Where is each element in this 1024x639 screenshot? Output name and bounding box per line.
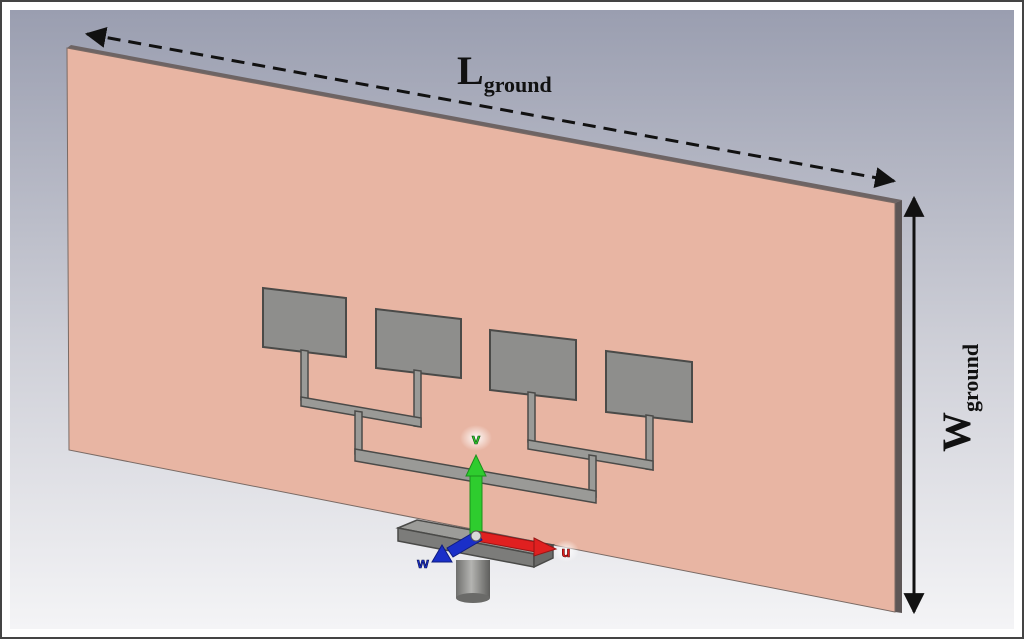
width-dimension: Wground — [903, 195, 983, 615]
axis-u-arrowhead — [533, 537, 558, 557]
uvw-coordinate-triad-icon: v u w — [416, 425, 579, 572]
axis-w-label: w — [416, 555, 429, 572]
axis-v-label: v — [472, 431, 481, 448]
patch-3 — [489, 328, 577, 402]
axis-w-arrowhead — [431, 544, 453, 563]
length-dimension: Lground — [84, 27, 897, 188]
length-label-subscript: ground — [484, 72, 552, 97]
feed-line-3-vertical — [527, 391, 536, 444]
axis-v-arrowhead — [465, 453, 487, 477]
triad-glow-v — [460, 425, 492, 451]
width-dimension-label: Wground — [934, 344, 983, 452]
triad-glow-u — [553, 540, 579, 562]
length-label-main: L — [457, 48, 484, 93]
patch-1 — [262, 286, 347, 359]
width-label-subscript: ground — [958, 344, 983, 412]
patch-2 — [375, 307, 462, 380]
feed-line-left-stub — [354, 410, 363, 456]
axis-u-label: u — [561, 544, 570, 561]
length-dimension-label: Lground — [457, 48, 552, 97]
patch-array — [262, 286, 693, 424]
axis-v-shaft — [469, 473, 483, 535]
coax-cylinder — [456, 560, 490, 598]
patch-4 — [605, 349, 693, 424]
coax-cylinder-bottom — [456, 593, 490, 603]
ground-plane-side-edge — [895, 200, 902, 613]
feed-line-1-vertical — [300, 349, 309, 402]
triad-origin — [470, 530, 482, 542]
width-label-main: W — [934, 412, 979, 452]
length-dimension-arrow — [84, 27, 897, 188]
